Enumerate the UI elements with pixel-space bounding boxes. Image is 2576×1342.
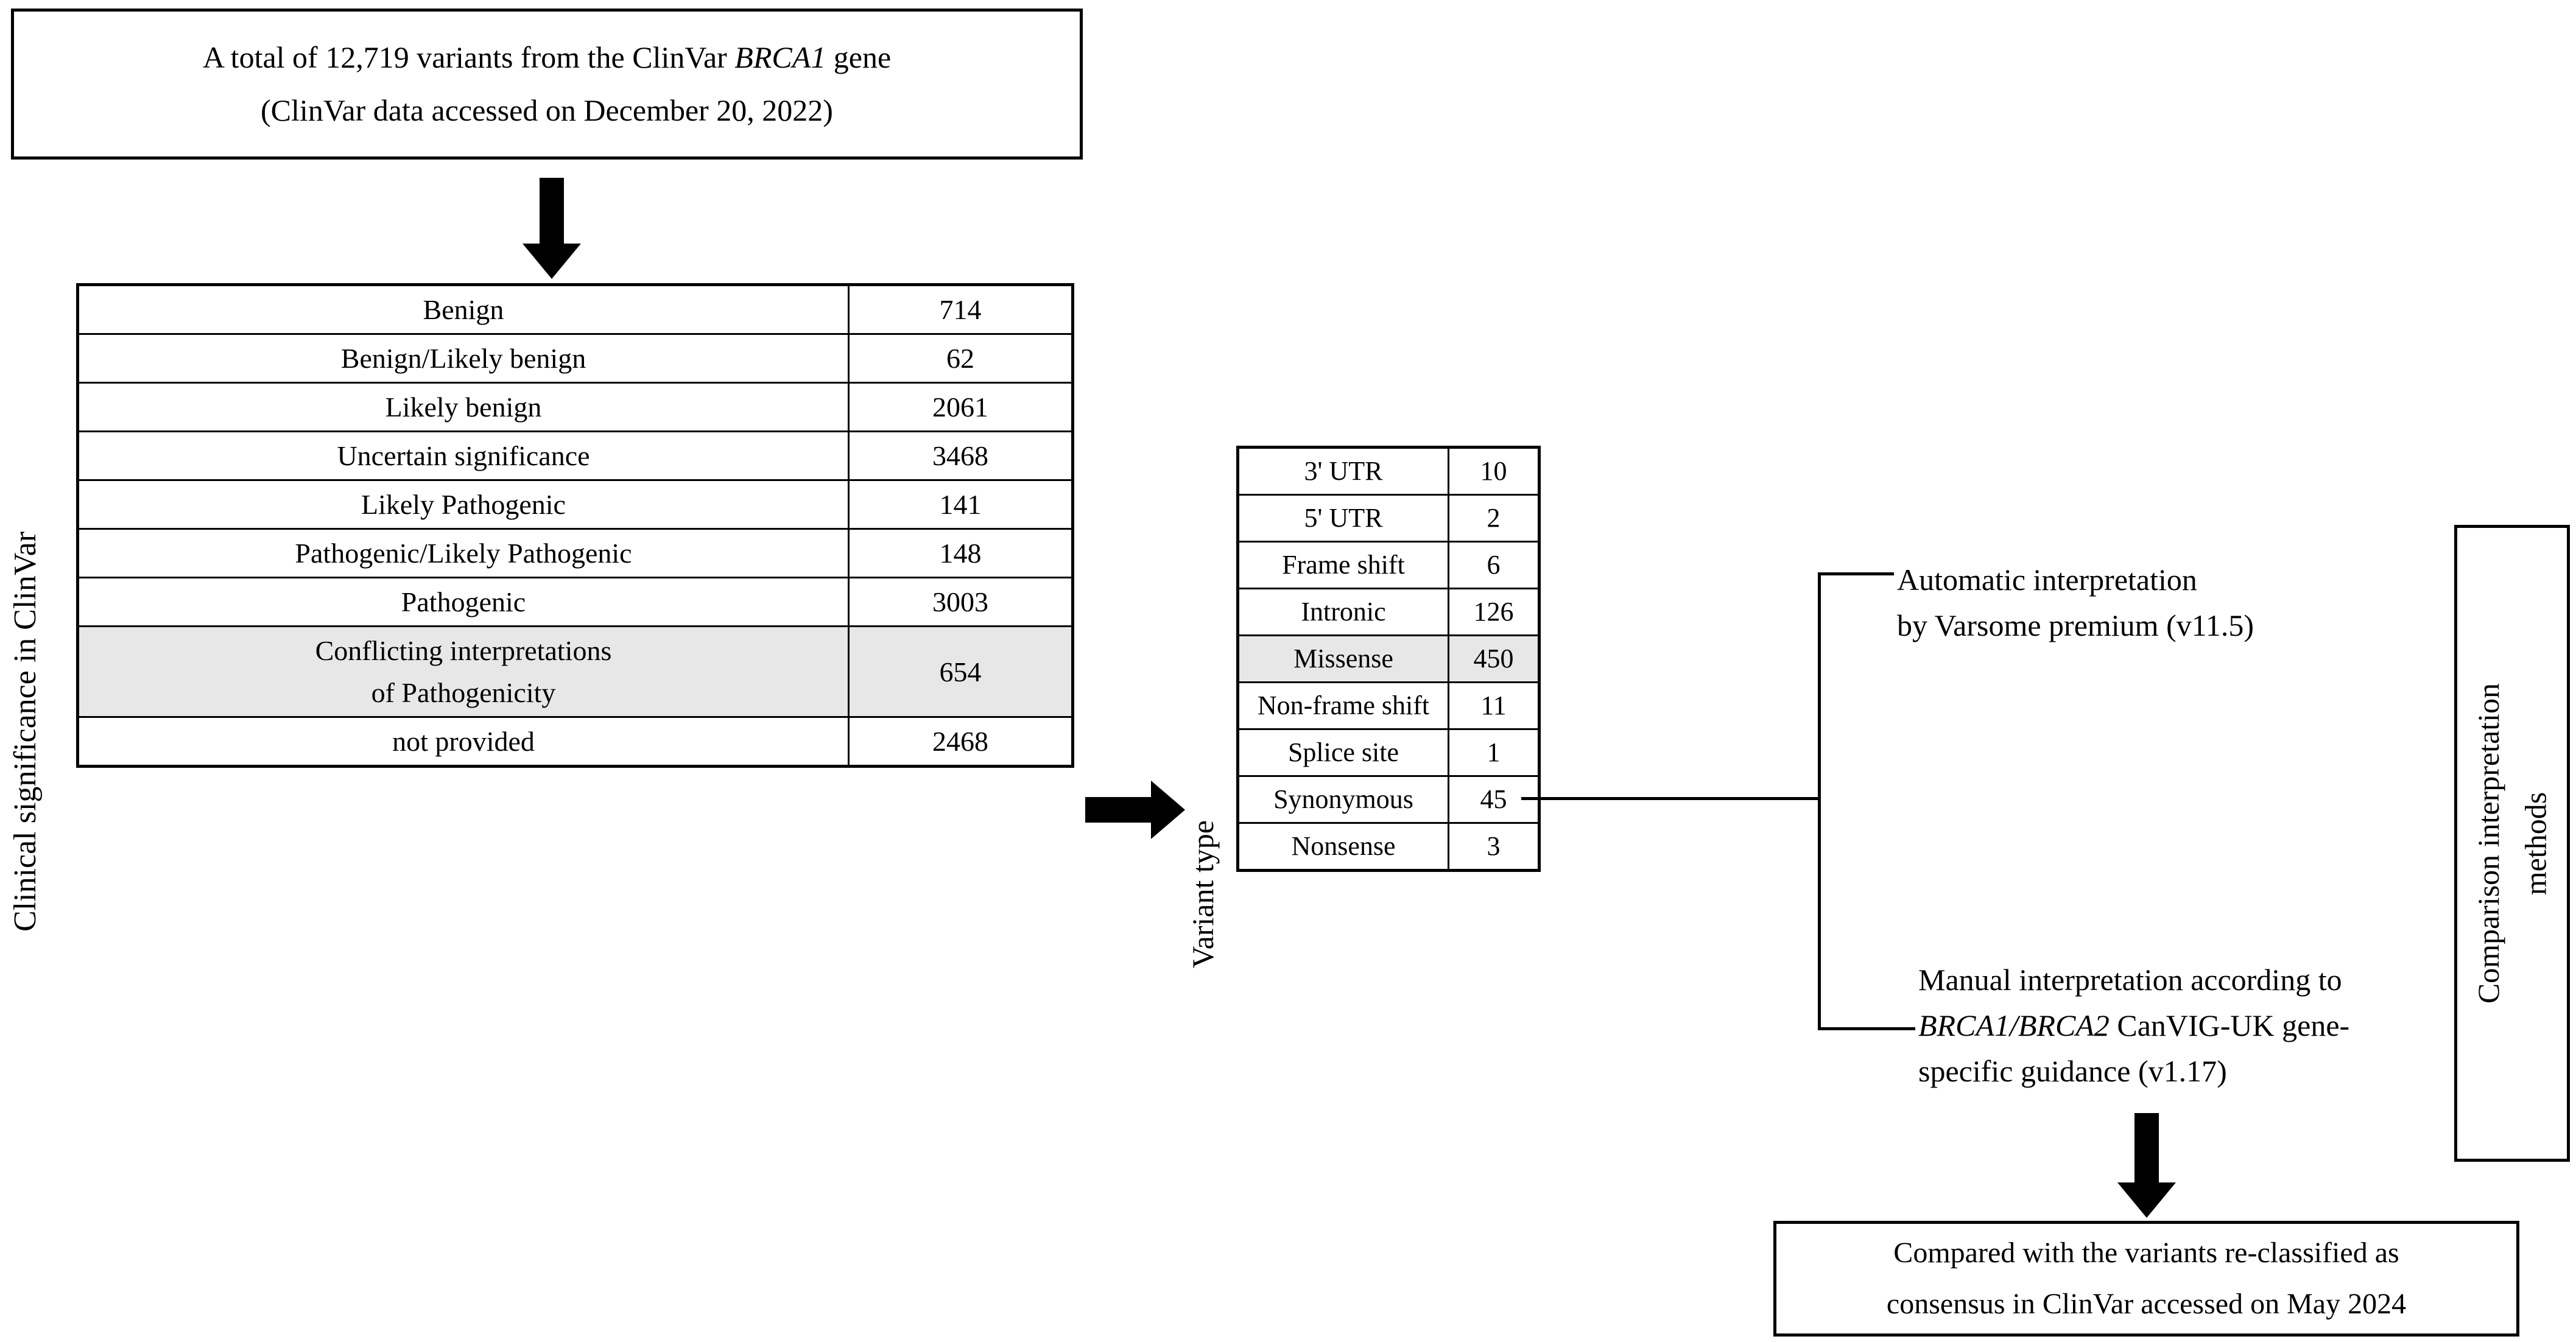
comparison-methods-line-1: Comparison interpretation	[2471, 683, 2505, 1004]
clinsig-label-0: Benign	[77, 284, 850, 335]
vartype-count-2: 6	[1448, 541, 1540, 589]
clinsig-count-0: 714	[848, 284, 1074, 335]
table-row: Pathogenic 3003	[77, 577, 1074, 627]
clinical-significance-table: Benign 714 Benign/Likely benign 62 Likel…	[76, 283, 1074, 768]
gene-name-brca1: BRCA1	[734, 40, 826, 74]
arrow-shaft	[540, 178, 564, 246]
table-row: Intronic 126	[1237, 588, 1540, 636]
clinsig-count-4: 141	[848, 479, 1074, 530]
comparison-methods-box: Comparison interpretation methods	[2454, 525, 2570, 1162]
table-row: Nonsense 3	[1237, 822, 1540, 871]
vartype-count-0: 10	[1448, 446, 1540, 496]
table-row: 5' UTR 2	[1237, 494, 1540, 543]
clinsig-label-7-line1: Conflicting interpretations	[315, 635, 612, 666]
vartype-label-5: Non-frame shift	[1237, 681, 1449, 730]
table-row: Frame shift 6	[1237, 541, 1540, 589]
clinsig-count-1: 62	[848, 333, 1074, 384]
clinsig-label-6: Pathogenic	[77, 577, 850, 627]
axis-label-clinical-significance-text: Clinical significance in ClinVar	[8, 531, 43, 932]
clinsig-count-6: 3003	[848, 577, 1074, 627]
branch-automatic-line-1: Automatic interpretation	[1897, 563, 2197, 597]
table-row: 3' UTR 10	[1237, 446, 1540, 496]
comparison-methods-text: Comparison interpretation methods	[2465, 683, 2560, 1003]
axis-label-variant-type: Variant type	[1186, 627, 1220, 968]
vartype-label-0: 3' UTR	[1237, 446, 1449, 496]
source-line-1-prefix: A total of 12,719 variants from the Clin…	[202, 40, 735, 74]
source-data-box: A total of 12,719 variants from the Clin…	[11, 9, 1083, 160]
branch-automatic-interpretation: Automatic interpretation by Varsome prem…	[1897, 557, 2254, 648]
arrow-head	[1151, 781, 1185, 839]
clinsig-label-8: not provided	[77, 716, 850, 767]
table-row: not provided 2468	[77, 716, 1074, 767]
arrow-shaft	[1085, 797, 1153, 823]
clinsig-label-7-line2: of Pathogenicity	[371, 677, 556, 708]
result-comparison-text: Compared with the variants re-classified…	[1872, 1228, 2421, 1330]
table-row-highlighted: Conflicting interpretations of Pathogeni…	[77, 625, 1074, 718]
table-row: Benign/Likely benign 62	[77, 333, 1074, 384]
result-line-1: Compared with the variants re-classified…	[1893, 1237, 2399, 1269]
variant-type-table: 3' UTR 10 5' UTR 2 Frame shift 6 Introni…	[1236, 446, 1541, 872]
branch-manual-line-3: specific guidance (v1.17)	[1918, 1054, 2227, 1088]
gene-name-brca1-manual: BRCA1	[1918, 1008, 2010, 1042]
clinsig-label-5: Pathogenic/Likely Pathogenic	[77, 528, 850, 578]
arrow-shaft	[2134, 1113, 2159, 1185]
source-data-text: A total of 12,719 variants from the Clin…	[185, 31, 909, 138]
table-row: Non-frame shift 11	[1237, 681, 1540, 730]
clinsig-label-3: Uncertain significance	[77, 430, 850, 481]
connector-missense-stem	[1521, 797, 1821, 800]
branch-manual-line-1: Manual interpretation according to	[1918, 963, 2342, 997]
clinsig-count-2: 2061	[848, 382, 1074, 432]
vartype-label-2: Frame shift	[1237, 541, 1449, 589]
table-row: Likely benign 2061	[77, 382, 1074, 432]
vartype-label-8: Nonsense	[1237, 822, 1449, 871]
branch-manual-line-2: BRCA1/BRCA2 CanVIG-UK gene-	[1918, 1003, 2349, 1049]
arrow-head	[523, 244, 581, 279]
branch-manual-interpretation: Manual interpretation according to BRCA1…	[1918, 957, 2349, 1094]
vartype-count-5: 11	[1448, 681, 1540, 730]
connector-branch-automatic	[1818, 572, 1894, 575]
vartype-count-6: 1	[1448, 728, 1540, 777]
clinsig-count-5: 148	[848, 528, 1074, 578]
table-row: Splice site 1	[1237, 728, 1540, 777]
gene-separator: /	[2009, 1008, 2018, 1042]
table-row-highlighted: Missense 450	[1237, 634, 1540, 683]
clinsig-label-4: Likely Pathogenic	[77, 479, 850, 530]
gene-name-brca2-manual: BRCA2	[2018, 1008, 2110, 1042]
clinsig-count-3: 3468	[848, 430, 1074, 481]
result-comparison-box: Compared with the variants re-classified…	[1773, 1221, 2519, 1337]
comparison-methods-line-2: methods	[2518, 792, 2552, 895]
axis-label-variant-type-text: Variant type	[1186, 820, 1220, 968]
clinsig-label-2: Likely benign	[77, 382, 850, 432]
vartype-label-4: Missense	[1237, 634, 1449, 683]
clinsig-label-1: Benign/Likely benign	[77, 333, 850, 384]
table-row: Pathogenic/Likely Pathogenic 148	[77, 528, 1074, 578]
clinsig-count-7: 654	[848, 625, 1074, 718]
vartype-label-3: Intronic	[1237, 588, 1449, 636]
arrow-head	[2117, 1182, 2176, 1218]
vartype-label-6: Splice site	[1237, 728, 1449, 777]
clinsig-label-7: Conflicting interpretations of Pathogeni…	[77, 625, 850, 718]
connector-bracket-spine	[1818, 572, 1821, 1030]
table-row: Benign 714	[77, 284, 1074, 335]
vartype-count-3: 126	[1448, 588, 1540, 636]
branch-manual-line-2-rest: CanVIG-UK gene-	[2109, 1008, 2350, 1042]
source-line-1: A total of 12,719 variants from the Clin…	[203, 31, 891, 85]
vartype-label-7: Synonymous	[1237, 775, 1449, 824]
connector-branch-manual	[1818, 1027, 1915, 1030]
table-row: Likely Pathogenic 141	[77, 479, 1074, 530]
source-line-2: (ClinVar data accessed on December 20, 2…	[261, 93, 833, 127]
branch-automatic-line-2: by Varsome premium (v11.5)	[1897, 608, 2254, 642]
vartype-count-1: 2	[1448, 494, 1540, 543]
vartype-label-1: 5' UTR	[1237, 494, 1449, 543]
clinsig-count-8: 2468	[848, 716, 1074, 767]
source-line-1-suffix: gene	[826, 40, 892, 74]
result-line-2: consensus in ClinVar accessed on May 202…	[1886, 1288, 2407, 1320]
table-row: Synonymous 45	[1237, 775, 1540, 824]
vartype-count-8: 3	[1448, 822, 1540, 871]
vartype-count-4: 450	[1448, 634, 1540, 683]
axis-label-clinical-significance: Clinical significance in ClinVar	[8, 292, 43, 932]
table-row: Uncertain significance 3468	[77, 430, 1074, 481]
